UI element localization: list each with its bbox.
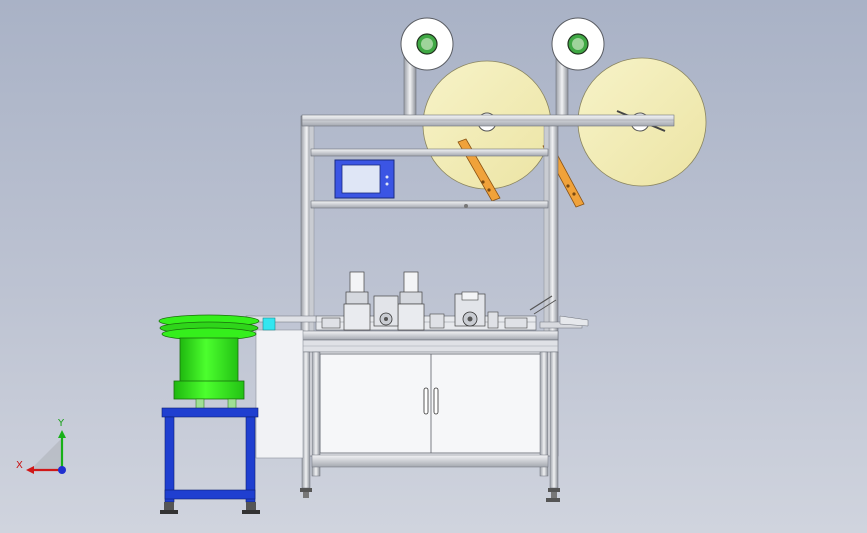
- vibratory-bowl-feeder: [158, 314, 317, 410]
- upper-reel-right: [551, 17, 605, 119]
- coordinate-axis-icon[interactable]: Y X: [16, 418, 66, 474]
- touch-screen-panel: [334, 159, 395, 199]
- side-panel: [255, 329, 304, 459]
- y-axis-label: Y: [57, 418, 65, 429]
- feeder-stand: [160, 407, 260, 514]
- cabinet: [300, 351, 560, 502]
- upper-reel-left: [400, 17, 454, 119]
- handle-icon: [423, 387, 439, 415]
- work-table: [299, 295, 589, 354]
- processing-stations: [315, 271, 537, 331]
- machine-frame: [300, 114, 675, 341]
- x-axis-label: X: [16, 460, 23, 471]
